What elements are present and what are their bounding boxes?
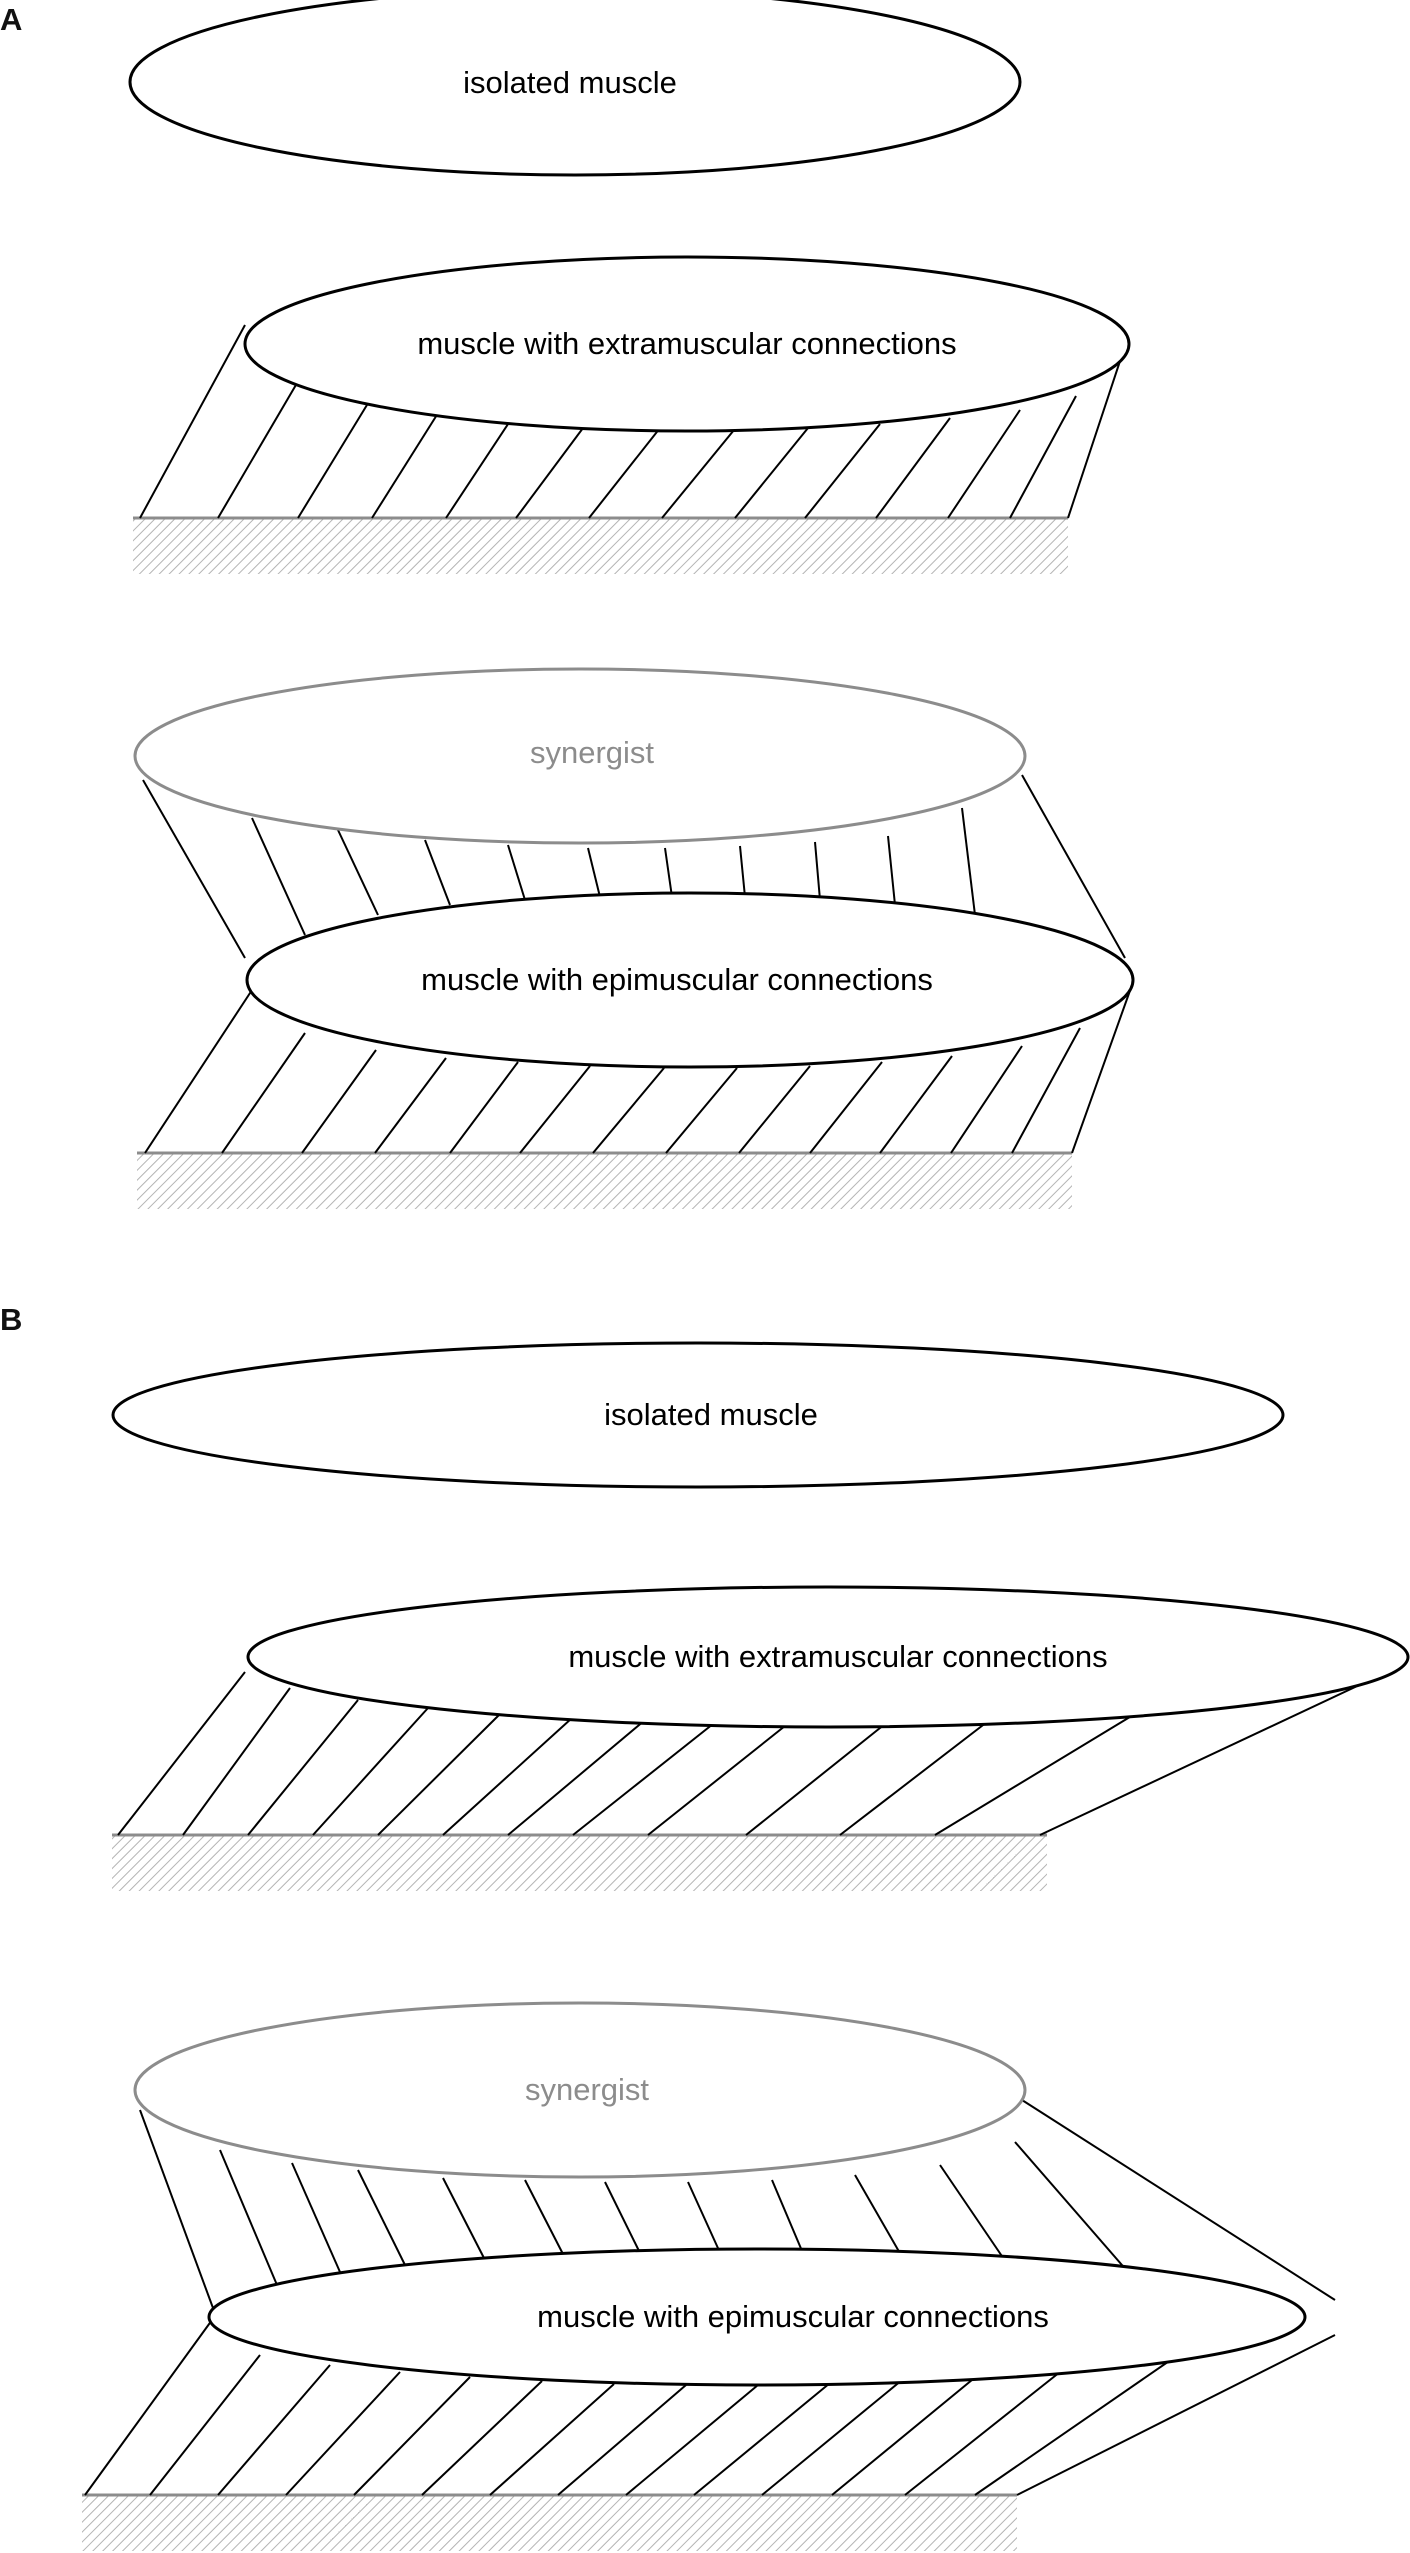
synergist-ellipse	[133, 667, 1027, 845]
panel-b-extramuscular: muscle with extramuscular connections	[112, 1585, 1410, 1891]
extramuscular-connections	[84, 2319, 1336, 2496]
muscle-ellipse	[111, 1341, 1285, 1489]
synergist-ellipse	[133, 2001, 1027, 2179]
synergist-label: synergist	[530, 735, 654, 770]
muscle-label: muscle with epimuscular connections	[537, 2299, 1049, 2334]
ground-hatch	[137, 1153, 1072, 1209]
ground-hatch	[82, 2495, 1017, 2551]
panel-b-isolated-muscle: isolated muscle	[111, 1341, 1285, 1489]
panel-a-isolated-muscle: isolated muscle	[128, 0, 1022, 177]
muscle-ellipse	[243, 255, 1131, 433]
panel-a-epimuscular: synergist muscle with epimuscular connec…	[133, 667, 1135, 1209]
panel-label-b: B	[0, 1302, 22, 1337]
extramuscular-connections	[144, 984, 1133, 1154]
synergist-label: synergist	[525, 2072, 649, 2107]
muscle-label: isolated muscle	[463, 65, 677, 100]
muscle-label: muscle with epimuscular connections	[421, 962, 933, 997]
muscle-label: muscle with extramuscular connections	[568, 1639, 1107, 1674]
muscle-ellipse	[246, 1585, 1410, 1729]
panel-b-epimuscular: synergist muscle with epimuscular connec…	[82, 2001, 1336, 2551]
muscle-label: muscle with extramuscular connections	[417, 326, 956, 361]
muscle-ellipse	[207, 2247, 1307, 2387]
ground-hatch	[133, 518, 1068, 574]
ground-hatch	[112, 1835, 1047, 1891]
epimuscular-connections	[142, 774, 1126, 959]
panel-a-extramuscular: muscle with extramuscular connections	[133, 255, 1131, 574]
muscle-ellipse	[128, 0, 1022, 177]
muscle-ellipse	[245, 891, 1135, 1069]
panel-label-a: A	[0, 2, 22, 37]
epimuscular-connections	[139, 2099, 1336, 2309]
muscle-label: isolated muscle	[604, 1397, 818, 1432]
extramuscular-connections	[139, 324, 1123, 519]
extramuscular-connections	[117, 1671, 1371, 1836]
